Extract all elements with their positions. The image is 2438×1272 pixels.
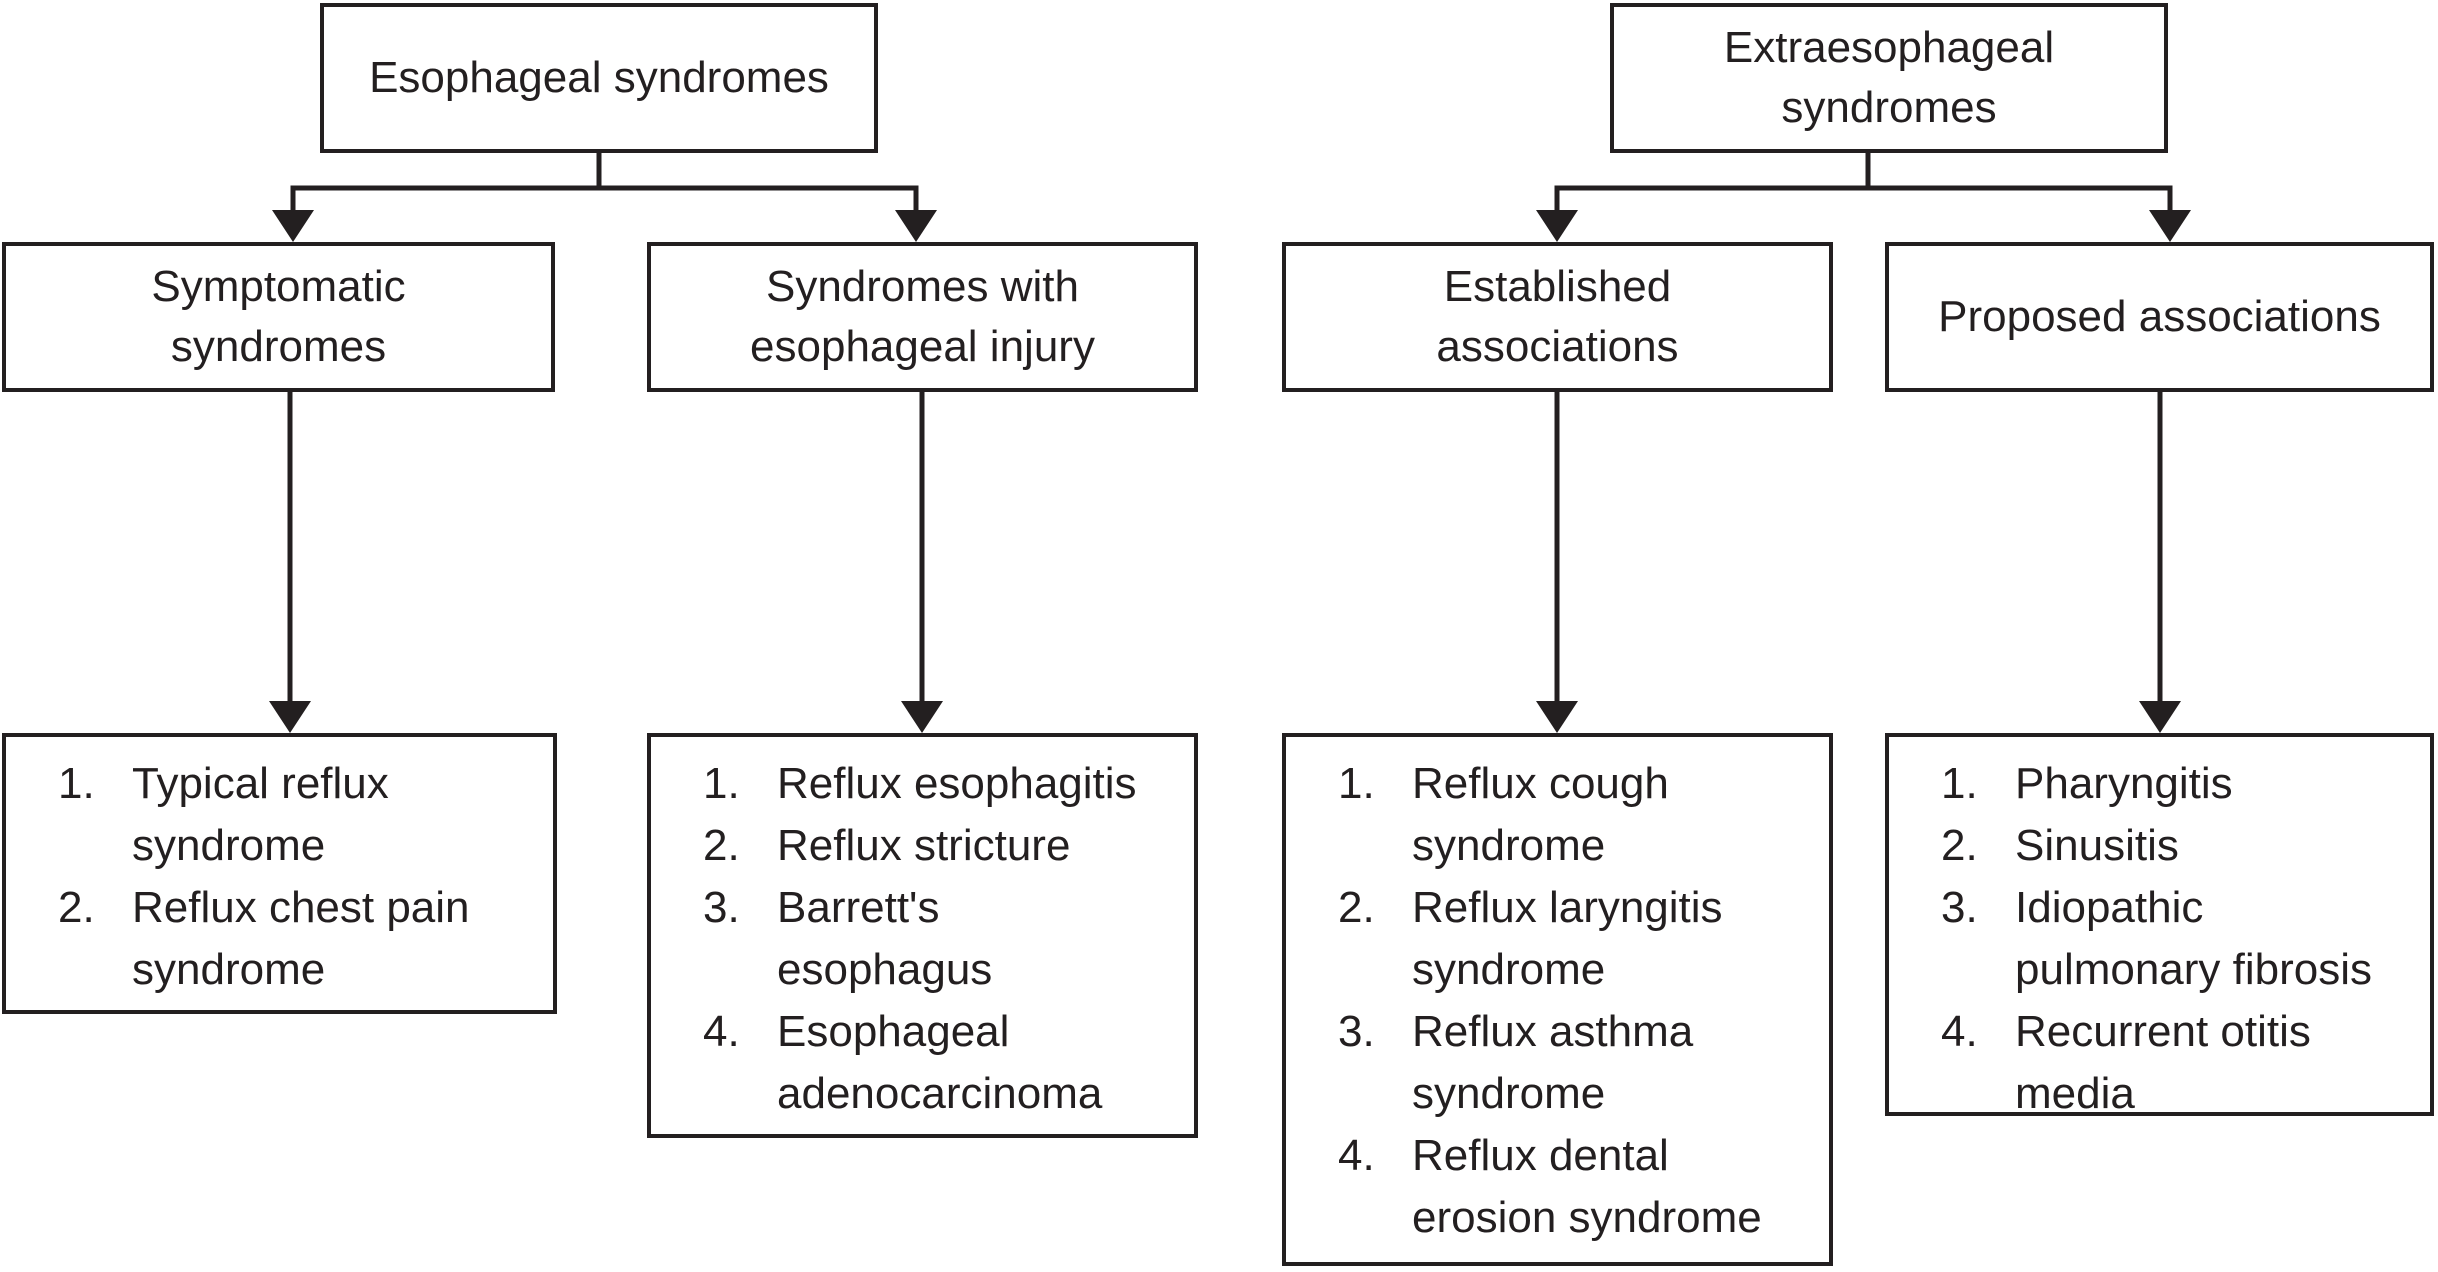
item-number: 1. xyxy=(58,759,95,808)
item-text: Barrett's esophagus xyxy=(777,883,993,994)
list-item: 4. Reflux dental erosion syndrome xyxy=(1338,1125,1819,1249)
item-text: Reflux laryngitis syndrome xyxy=(1412,883,1723,994)
list-item: 2. Reflux chest pain syndrome xyxy=(58,877,543,1001)
item-text: Reflux asthma syndrome xyxy=(1412,1007,1694,1118)
list-box-esophageal-injury: 1. Reflux esophagitis 2. Reflux strictur… xyxy=(647,733,1198,1138)
root-box-esophageal-syndromes: Esophageal syndromes xyxy=(320,3,878,153)
box-label: Established associations xyxy=(1436,262,1679,371)
list-item: 1. Reflux cough syndrome xyxy=(1338,753,1819,877)
item-text: Recurrent otitis media xyxy=(2015,1007,2311,1118)
branch-box-syndromes-with-esophageal-injury: Syndromes with esophageal injury xyxy=(647,242,1198,392)
root-box-extraesophageal-syndromes: Extraesophageal syndromes xyxy=(1610,3,2168,153)
item-text: Reflux dental erosion syndrome xyxy=(1412,1131,1762,1242)
item-number: 4. xyxy=(1338,1131,1375,1180)
item-number: 4. xyxy=(703,1007,740,1056)
box-label: Esophageal syndromes xyxy=(369,53,829,102)
list-box-symptomatic-syndromes: 1. Typical reflux syndrome 2. Reflux che… xyxy=(2,733,557,1014)
list-item: 2. Sinusitis xyxy=(1941,815,2420,877)
arrowhead-icon xyxy=(895,210,937,242)
box-label: Syndromes with esophageal injury xyxy=(750,262,1095,371)
list-item: 2. Reflux stricture xyxy=(703,815,1184,877)
item-number: 2. xyxy=(703,821,740,870)
list-item: 1. Pharyngitis xyxy=(1941,753,2420,815)
item-text: Typical reflux syndrome xyxy=(132,759,389,870)
item-text: Pharyngitis xyxy=(2015,759,2233,808)
item-number: 2. xyxy=(58,883,95,932)
list-item: 1. Reflux esophagitis xyxy=(703,753,1184,815)
arrowhead-icon xyxy=(269,701,311,733)
arrowhead-icon xyxy=(901,701,943,733)
box-label: Symptomatic syndromes xyxy=(151,262,406,371)
item-number: 3. xyxy=(1941,883,1978,932)
list-box-established-associations: 1. Reflux cough syndrome 2. Reflux laryn… xyxy=(1282,733,1833,1266)
item-number: 1. xyxy=(1941,759,1978,808)
arrowhead-icon xyxy=(2149,210,2191,242)
item-text: Reflux stricture xyxy=(777,821,1071,870)
item-number: 2. xyxy=(1941,821,1978,870)
list-item: 4. Esophageal adenocarcinoma xyxy=(703,1001,1184,1125)
list-item: 2. Reflux laryngitis syndrome xyxy=(1338,877,1819,1001)
item-text: Reflux chest pain syndrome xyxy=(132,883,470,994)
list-item: 3. Idiopathic pulmonary fibrosis xyxy=(1941,877,2420,1001)
branch-box-established-associations: Established associations xyxy=(1282,242,1833,392)
item-number: 1. xyxy=(703,759,740,808)
list-item: 1. Typical reflux syndrome xyxy=(58,753,543,877)
item-number: 3. xyxy=(703,883,740,932)
item-text: Reflux cough syndrome xyxy=(1412,759,1669,870)
box-label: Proposed associations xyxy=(1938,292,2381,341)
item-text: Reflux esophagitis xyxy=(777,759,1137,808)
arrowhead-icon xyxy=(272,210,314,242)
box-label: Extraesophageal syndromes xyxy=(1723,23,2055,132)
list-item: 3. Reflux asthma syndrome xyxy=(1338,1001,1819,1125)
arrowhead-icon xyxy=(1536,701,1578,733)
list-box-proposed-associations: 1. Pharyngitis 2. Sinusitis 3. Idiopathi… xyxy=(1885,733,2434,1118)
item-number: 1. xyxy=(1338,759,1375,808)
item-number: 3. xyxy=(1338,1007,1375,1056)
item-text: Esophageal adenocarcinoma xyxy=(777,1007,1103,1118)
list-item: 3. Barrett's esophagus xyxy=(703,877,1184,1001)
list-item: 4. Recurrent otitis media xyxy=(1941,1001,2420,1125)
arrowhead-icon xyxy=(1536,210,1578,242)
item-text: Sinusitis xyxy=(2015,821,2179,870)
branch-box-proposed-associations: Proposed associations xyxy=(1885,242,2434,392)
item-text: Idiopathic pulmonary fibrosis xyxy=(2015,883,2373,994)
item-number: 2. xyxy=(1338,883,1375,932)
item-number: 4. xyxy=(1941,1007,1978,1056)
arrowhead-icon xyxy=(2139,701,2181,733)
branch-box-symptomatic-syndromes: Symptomatic syndromes xyxy=(2,242,555,392)
